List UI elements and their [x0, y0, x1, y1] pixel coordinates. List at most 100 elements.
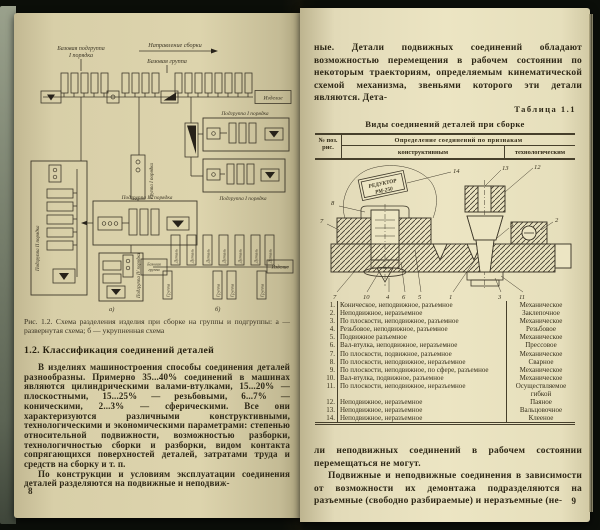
bolt-joint-assembly	[464, 180, 506, 290]
part-rects	[60, 72, 109, 97]
svg-text:9: 9	[510, 222, 514, 229]
figure-top-bar: Изделие	[40, 72, 292, 104]
svg-text:РЕДУКТОР: РЕДУКТОР	[368, 178, 398, 190]
page-stack-edge	[588, 14, 593, 512]
table-title: Виды соединений деталей при сборке	[365, 119, 525, 129]
svg-text:4: 4	[386, 294, 390, 301]
part-rects	[174, 72, 253, 97]
joints-cross-section-drawing: РЕДУКТОР РМ-250	[320, 164, 572, 301]
svg-text:10: 10	[363, 294, 370, 301]
label-subgroup-1: Подгруппа I порядка	[220, 110, 269, 117]
frame-subgroup-2: Подгруппа II порядка	[30, 160, 88, 296]
table-row: 6. Вал-втулка, неподвижное, неразъемное …	[315, 341, 575, 350]
constructive-definition: Резьбовое, неподвижное, разъемное	[337, 325, 507, 334]
technological-definition: Клееное	[506, 414, 575, 423]
table-row: 12. Неподвижное, неразъемное Паяное	[315, 398, 575, 407]
row-number: 10.	[326, 373, 335, 382]
col-header-technological: технологическим	[504, 146, 575, 158]
label-subgroup-2: Подгруппа II порядка	[36, 225, 41, 272]
constructive-definition: По плоскости, подвижное, разъемное	[337, 349, 507, 358]
technological-definition: Механическое	[506, 317, 575, 326]
frame-subgroup-4: Подгруппа IV порядка	[98, 245, 144, 302]
end-fastener	[510, 221, 548, 245]
page-number-left: 8	[28, 486, 33, 496]
row-number: 14.	[326, 414, 335, 423]
svg-text:8: 8	[331, 200, 335, 207]
label-group-1: Группа I порядка	[150, 162, 155, 200]
table-row: 8. По плоскости, неподвижное, неразъемно…	[315, 357, 575, 366]
svg-text:2: 2	[555, 217, 559, 224]
constructive-definition: Коническое, неподвижное, разъемное	[337, 301, 507, 310]
product-box	[254, 90, 292, 104]
left-page: Базовая подгруппа I порядка Направление …	[14, 13, 300, 518]
row-number: 6.	[329, 341, 335, 350]
callout-numbers: 14 13 12 8 7 9 2 7 10 4 6 5 1 3 11	[320, 164, 559, 301]
svg-text:Деталь: Деталь	[190, 249, 195, 264]
label-product-b: Изделие	[270, 266, 289, 271]
technological-definition: Осуществляемое гибкой	[506, 381, 575, 399]
svg-text:7: 7	[333, 294, 337, 301]
row-number: 13.	[326, 406, 335, 415]
figure-caption: Рис. 1.2. Схема разделения изделия при с…	[24, 317, 290, 336]
table-header: № поз. рис. Определение соединений по пр…	[315, 135, 575, 160]
svg-text:11: 11	[519, 294, 525, 301]
svg-text:13: 13	[502, 165, 509, 172]
reducer-plate: РЕДУКТОР РМ-250	[357, 169, 409, 202]
figure-top-labels: Базовая подгруппа I порядка Направление …	[56, 42, 218, 73]
table-row: 3. По плоскости, неподвижное, разъемное …	[315, 317, 575, 326]
svg-text:14: 14	[453, 168, 460, 175]
svg-text:5: 5	[418, 294, 422, 301]
paragraph: Подвижные и неподвижные соединения в зав…	[314, 471, 582, 507]
label-base-group-b: Базовая	[146, 262, 161, 267]
paragraph: ли неподвижных соединений в рабочем сост…	[314, 446, 582, 469]
constructive-definition: По плоскости, неподвижное, неразъемное	[337, 381, 507, 399]
row-number: 11.	[326, 381, 336, 390]
svg-text:Деталь: Деталь	[268, 249, 273, 264]
table-label: Таблица 1.1	[514, 104, 576, 114]
svg-text:Подгруппа I порядка: Подгруппа I порядка	[218, 195, 267, 202]
constructive-definition: Вал-втулка, подвижное, разъемное	[337, 373, 507, 382]
gearbox-outline	[343, 165, 437, 219]
base-plates	[330, 243, 572, 273]
svg-text:Группа: Группа	[230, 283, 235, 298]
row-number: 4.	[329, 325, 335, 334]
svg-text:группа: группа	[148, 267, 159, 272]
svg-text:РМ-250: РМ-250	[375, 186, 394, 196]
label-detail: Деталь	[174, 249, 179, 264]
constructive-definition: Неподвижное, неразъемное	[337, 406, 507, 415]
frame-subgroup-3: Подгруппа III порядка	[81, 194, 198, 246]
constructive-definition: Неподвижное, неразъемное	[337, 414, 507, 423]
svg-text:7: 7	[320, 218, 324, 225]
constructive-definition: Подвижное разъемное	[337, 333, 507, 342]
row-number: 3.	[329, 317, 335, 326]
svg-text:Деталь: Деталь	[206, 249, 211, 264]
types-of-joints-table: № поз. рис. Определение соединений по пр…	[315, 133, 575, 426]
constructive-definition: Неподвижное, неразъемное	[337, 398, 507, 407]
book-cover-edge	[0, 6, 16, 524]
row-number: 7.	[329, 349, 335, 358]
svg-text:6: 6	[402, 294, 406, 301]
subdiagram-b: Базовая группа Деталь Деталь Деталь Дета…	[140, 234, 294, 313]
paragraph: В изделиях машиностроения способы соедин…	[24, 362, 290, 470]
technological-definition: Механическое	[506, 373, 575, 382]
circle-marker-box	[106, 90, 120, 104]
table-row: 9. По плоскости, неподвижное, по сфере, …	[315, 365, 575, 374]
label-subgroup-3: Подгруппа III порядка	[121, 194, 173, 201]
col-header-span: Определение соединений по признакам	[342, 135, 575, 146]
technological-definition: Резьбовое	[506, 325, 575, 334]
table-row: 7. По плоскости, подвижное, разъемное Ме…	[315, 349, 575, 358]
svg-text:Деталь: Деталь	[222, 249, 227, 264]
connector-group-1: Группа I порядка	[130, 154, 155, 201]
constructive-definition: По плоскости, неподвижное, по сфере, раз…	[337, 365, 507, 374]
svg-text:Группа: Группа	[260, 283, 265, 298]
label-product: Изделие	[262, 95, 283, 102]
col-header-num: № поз. рис.	[315, 135, 342, 158]
svg-text:Группа: Группа	[216, 283, 221, 298]
row-number: 5.	[329, 333, 335, 342]
technological-definition: Механическое	[506, 365, 575, 374]
sublabel-b: б)	[215, 306, 220, 313]
triangle-marker-box	[40, 90, 62, 104]
row-number: 1.	[329, 301, 335, 309]
table-row: 4. Резьбовое, неподвижное, разъемное Рез…	[315, 325, 575, 334]
